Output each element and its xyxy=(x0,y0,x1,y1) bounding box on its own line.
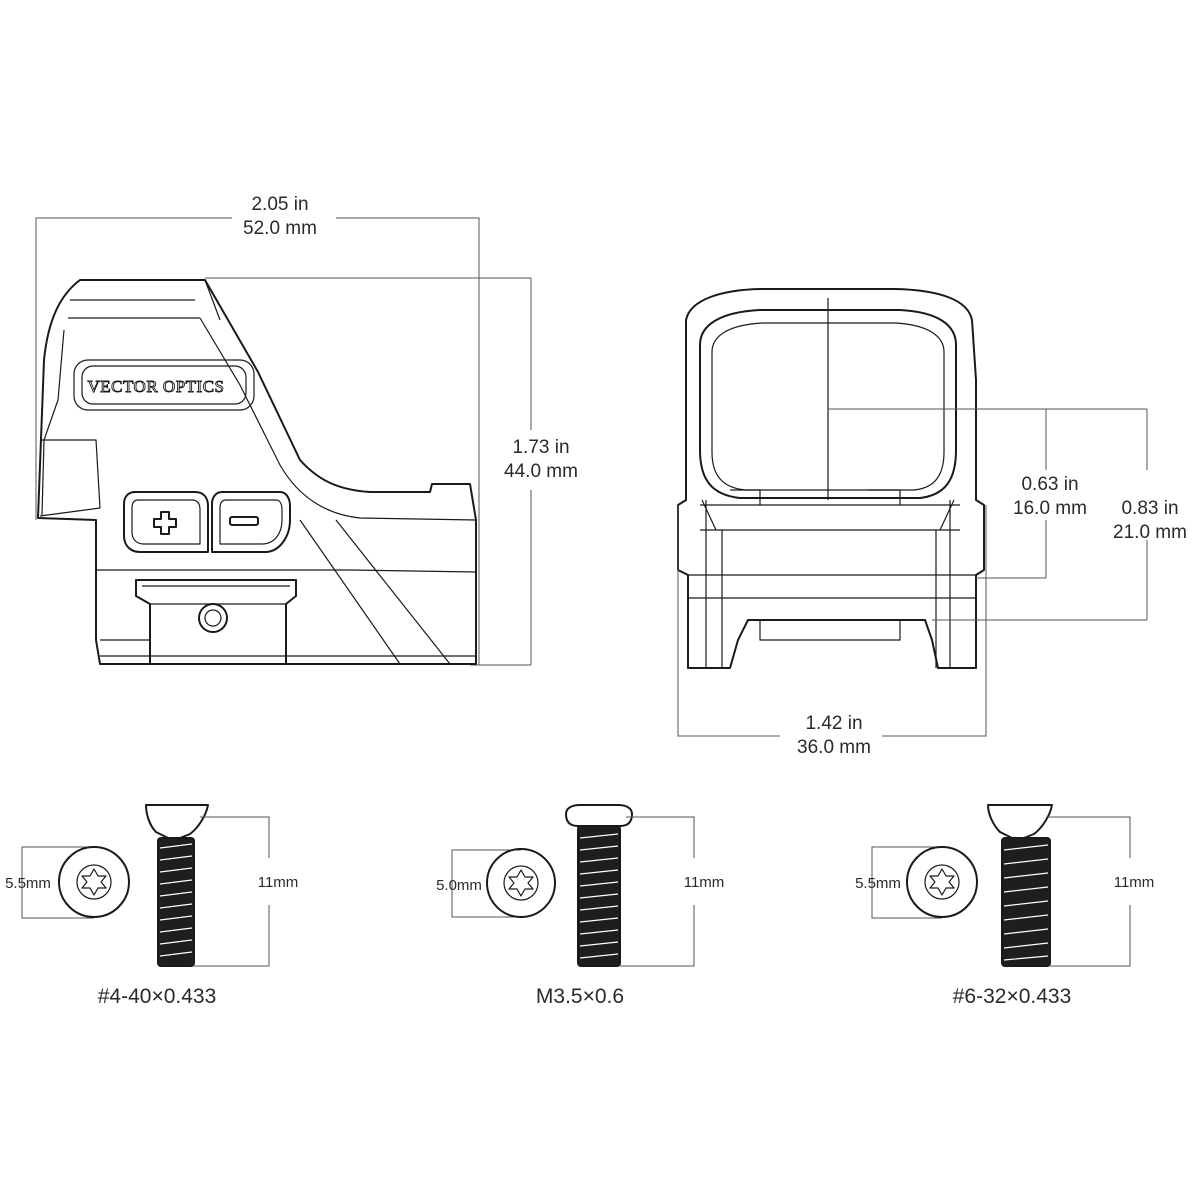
sight-side-body xyxy=(37,279,477,665)
side-width-dimension: 2.05 in 52.0 mm xyxy=(35,194,480,665)
side-height-mm: 44.0 mm xyxy=(504,461,578,482)
screw-2-spec: M3.5×0.6 xyxy=(536,985,624,1008)
front-view: 0.63 in 16.0 mm 0.83 in 21.0 mm 1.42 in … xyxy=(677,288,1187,758)
screw-3-head-diameter: 5.5mm xyxy=(855,875,901,892)
side-width-in: 2.05 in xyxy=(251,194,308,215)
minus-icon xyxy=(229,516,259,526)
screw-2: 5.0mm 11mm M3.5×0.6 xyxy=(436,804,725,1008)
screw-3: 5.5mm 11mm #6-32×0.433 xyxy=(855,804,1155,1008)
side-height-in: 1.73 in xyxy=(512,437,569,458)
front-height-dimension-b: 0.83 in 21.0 mm xyxy=(932,409,1187,621)
screw-3-length: 11mm xyxy=(1114,874,1155,891)
front-height-b-mm: 21.0 mm xyxy=(1113,522,1187,543)
screw-1-head-diameter: 5.5mm xyxy=(5,875,51,892)
screw-2-length: 11mm xyxy=(684,874,725,891)
side-width-mm: 52.0 mm xyxy=(243,218,317,239)
front-width-in: 1.42 in xyxy=(805,713,862,734)
brand-plate: VECTOR OPTICS xyxy=(73,359,255,411)
front-width-mm: 36.0 mm xyxy=(797,737,871,758)
side-rail-mount xyxy=(135,579,297,665)
screw-1-spec: #4-40×0.433 xyxy=(98,985,217,1008)
front-width-dimension: 1.42 in 36.0 mm xyxy=(677,505,987,758)
front-height-dimension-a: 0.63 in 16.0 mm xyxy=(828,408,1147,579)
screw-1: 5.5mm 11mm #4-40×0.433 xyxy=(5,804,299,1008)
screw-1-length: 11mm xyxy=(258,874,299,891)
side-view: 2.05 in 52.0 mm 1.73 in 44.0 mm xyxy=(35,194,578,666)
minus-button[interactable] xyxy=(211,491,291,553)
front-height-a-in: 0.63 in xyxy=(1021,474,1078,495)
front-height-a-mm: 16.0 mm xyxy=(1013,498,1087,519)
torx-icon xyxy=(486,848,556,918)
screw-3-spec: #6-32×0.433 xyxy=(953,985,1072,1008)
brand-logo: VECTOR OPTICS xyxy=(87,377,224,396)
torx-icon xyxy=(58,846,130,918)
screw-2-head-diameter: 5.0mm xyxy=(436,877,482,894)
side-height-dimension: 1.73 in 44.0 mm xyxy=(205,277,578,666)
torx-icon xyxy=(906,846,978,918)
plus-button[interactable] xyxy=(123,491,209,553)
front-height-b-in: 0.83 in xyxy=(1121,498,1178,519)
plus-icon xyxy=(153,511,177,535)
sight-front-body xyxy=(677,288,985,669)
